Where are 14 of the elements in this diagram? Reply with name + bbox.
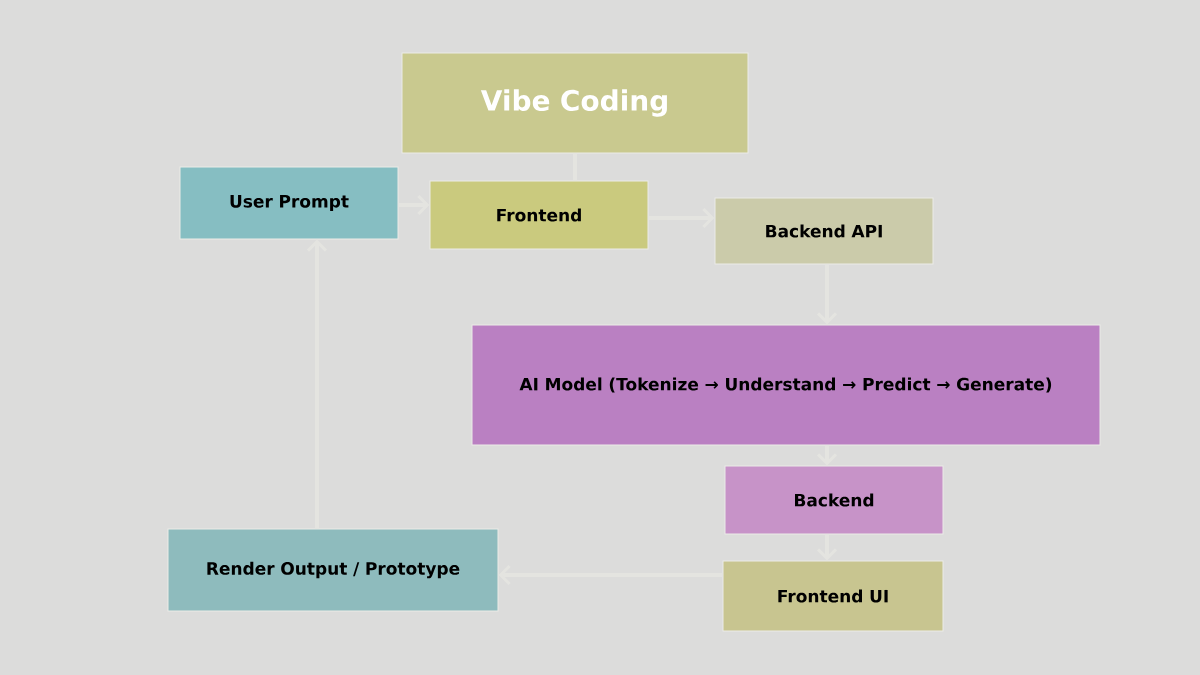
arrow [398,194,430,216]
process-box: Frontend [429,180,649,250]
process-box: User Prompt [179,166,399,240]
arrow [306,239,328,529]
process-box: Backend [724,465,944,535]
arrow [498,564,723,586]
arrow [816,264,838,325]
process-box: AI Model (Tokenize → Understand → Predict → Generate) [471,324,1101,446]
arrow [816,534,838,561]
process-box: Backend API [714,197,934,265]
process-box: Render Output / Prototype [167,528,499,612]
title-box: Vibe Coding [401,52,749,154]
process-box: Frontend UI [722,560,944,632]
arrow [648,207,715,229]
